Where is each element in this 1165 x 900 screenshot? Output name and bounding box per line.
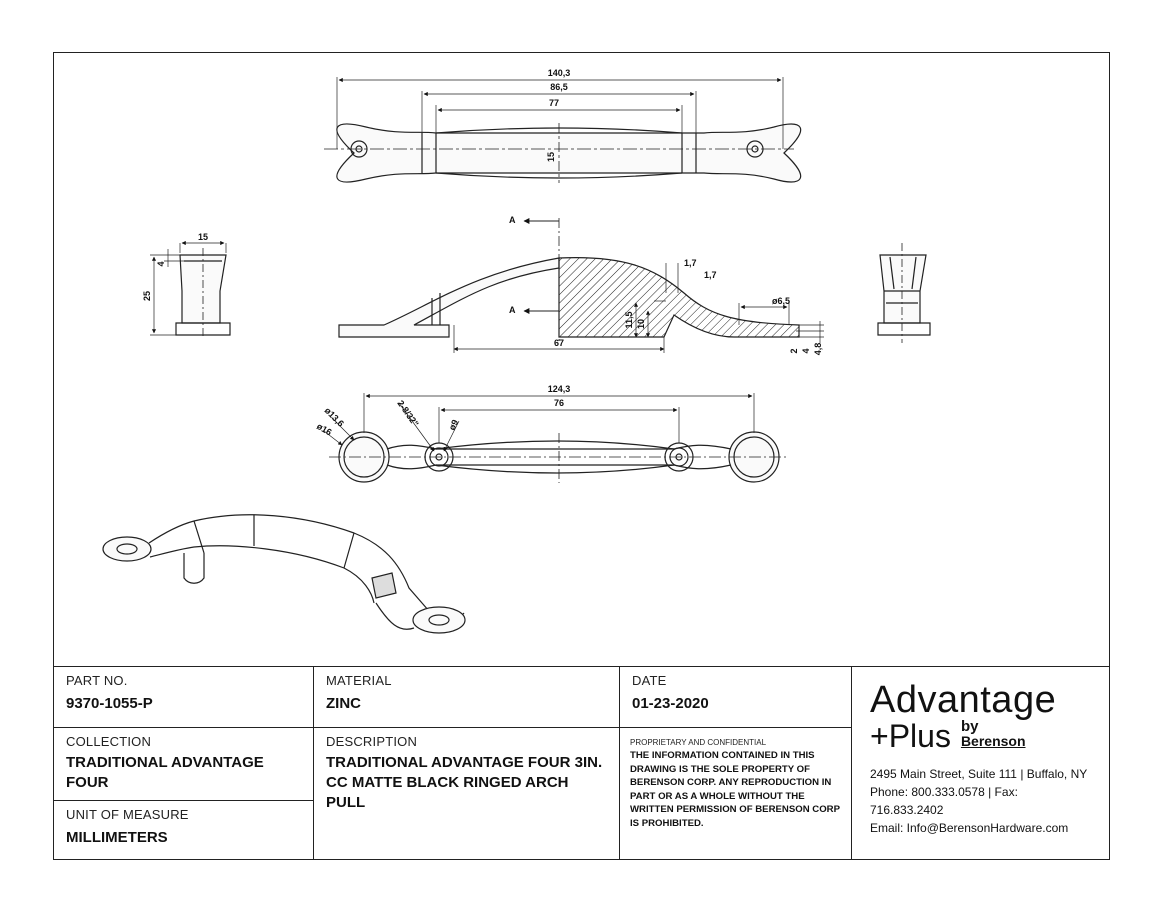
dim-width: 15	[546, 152, 556, 162]
dim-wall-2: 1,7	[704, 270, 717, 280]
brand-by-block: by Berenson	[961, 719, 1026, 749]
dim-diameter-3: ø9	[447, 418, 461, 432]
dim-center-to-center: 76	[554, 398, 564, 408]
brand-company: Berenson	[960, 733, 1026, 749]
top-view	[324, 77, 802, 183]
proprietary-title: PROPRIETARY AND CONFIDENTIAL	[630, 738, 767, 747]
brand-phone: Phone: 800.333.0578 | Fax: 716.833.2402	[870, 785, 1018, 817]
drawing-sheet: 140,3 86,5 77 15 15 4 25	[53, 52, 1110, 860]
tb-divider-2	[619, 667, 620, 860]
brand-logo-line2: +Plus by Berenson	[870, 719, 1091, 753]
dim-overall-length: 140,3	[548, 68, 571, 78]
description-cell: DESCRIPTION TRADITIONAL ADVANTAGE FOUR 3…	[314, 728, 619, 860]
technical-drawing: 140,3 86,5 77 15 15 4 25	[102, 68, 931, 634]
part-number-cell: PART NO. 9370-1055-P	[54, 667, 313, 727]
brand-logo-line1: Advantage	[870, 679, 1057, 721]
proprietary-cell: PROPRIETARY AND CONFIDENTIAL THE INFORMA…	[620, 728, 851, 860]
brand-email: Email: Info@BerensonHardware.com	[870, 821, 1069, 835]
collection-value: TRADITIONAL ADVANTAGE FOUR	[66, 754, 264, 791]
tb-row-divider-2	[54, 800, 313, 801]
tb-row-divider	[54, 727, 851, 728]
end-view-left	[150, 240, 231, 339]
dim-height-1: 11,5	[624, 311, 634, 328]
dim-diameter-2: ø16	[315, 421, 333, 437]
dim-height-2: 10	[636, 319, 646, 329]
dim-bottom-overall: 124,3	[548, 384, 571, 394]
material-value: ZINC	[326, 695, 361, 712]
dim-base-1: 2	[789, 348, 799, 353]
end-dim-height: 25	[142, 291, 152, 301]
brand-cell: Advantage +Plus by Berenson 2495 Main St…	[852, 667, 1109, 860]
dim-base-2: 4	[801, 348, 811, 353]
material-cell: MATERIAL ZINC	[314, 667, 619, 727]
dim-inner-length: 77	[549, 98, 559, 108]
unit-value: MILLIMETERS	[66, 829, 168, 846]
dim-thread: 2-8/32"	[395, 398, 420, 428]
proprietary-text: THE INFORMATION CONTAINED IN THIS DRAWIN…	[630, 750, 840, 829]
unit-label: UNIT OF MEASURE	[66, 807, 189, 822]
brand-contact: 2495 Main Street, Suite 111 | Buffalo, N…	[870, 765, 1091, 837]
isometric-view	[102, 514, 466, 634]
dim-hole: ø6,5	[772, 296, 790, 306]
end-dim-top: 4	[156, 261, 166, 266]
section-mark-bottom: A	[509, 305, 516, 315]
collection-cell: COLLECTION TRADITIONAL ADVANTAGE FOUR	[54, 728, 313, 800]
description-label: DESCRIPTION	[326, 734, 418, 749]
date-cell: DATE 01-23-2020	[620, 667, 851, 727]
end-view-right	[877, 243, 931, 343]
date-label: DATE	[632, 673, 667, 688]
dim-section-length: 67	[554, 338, 564, 348]
collection-label: COLLECTION	[66, 734, 152, 749]
unit-cell: UNIT OF MEASURE MILLIMETERS	[54, 801, 313, 860]
end-dim-width: 15	[198, 232, 208, 242]
date-value: 01-23-2020	[632, 695, 709, 712]
material-label: MATERIAL	[326, 673, 392, 688]
brand-address: 2495 Main Street, Suite 111 | Buffalo, N…	[870, 767, 1088, 781]
dim-base-3: 4,8	[813, 343, 823, 356]
brand-plus: +Plus	[870, 718, 951, 754]
technical-drawing-area: 140,3 86,5 77 15 15 4 25	[54, 53, 1111, 666]
tb-divider-1	[313, 667, 314, 860]
part-number-label: PART NO.	[66, 673, 128, 688]
section-mark-top: A	[509, 215, 516, 225]
title-block: PART NO. 9370-1055-P MATERIAL ZINC DATE …	[54, 666, 1109, 860]
part-number-value: 9370-1055-P	[66, 695, 153, 712]
dim-mid-length: 86,5	[550, 82, 568, 92]
bottom-view	[323, 393, 789, 483]
brand-by: by	[960, 718, 979, 735]
description-value: TRADITIONAL ADVANTAGE FOUR 3IN. CC MATTE…	[326, 754, 603, 811]
tb-divider-3	[851, 667, 852, 860]
section-view	[338, 218, 824, 353]
dim-wall-1: 1,7	[684, 258, 697, 268]
